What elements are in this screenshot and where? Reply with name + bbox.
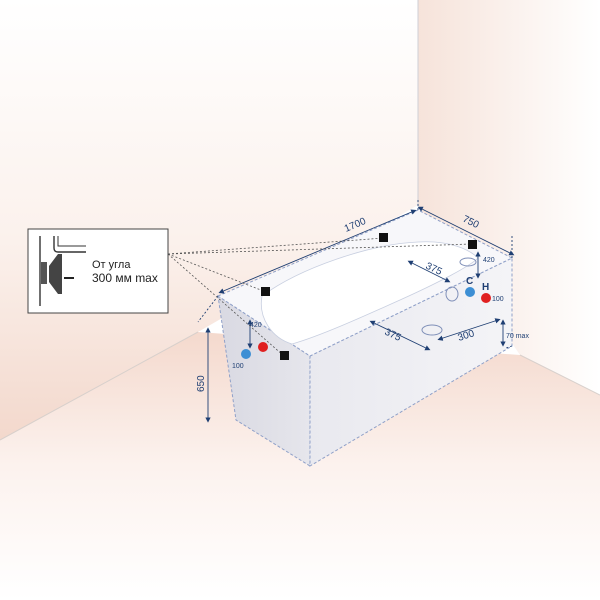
inset-bracket <box>49 254 62 294</box>
dim-pipe-right-label: 420 <box>483 257 495 264</box>
inset-text-line1: От угла <box>92 259 131 271</box>
cold-marker-label: C <box>466 276 473 287</box>
pipes <box>241 287 491 359</box>
dimension-lines <box>197 200 515 423</box>
right-wall <box>418 0 600 395</box>
dim-length-line <box>218 209 417 294</box>
inset-wall-plate <box>41 262 47 284</box>
inset-leaders <box>167 237 473 357</box>
inset-text-line2: 300 мм max <box>92 271 158 285</box>
dim-width-line <box>417 206 515 256</box>
dim-drain-left-line <box>369 320 431 351</box>
hot-pipe-right <box>481 293 491 303</box>
leader-2 <box>167 237 385 255</box>
hot-pipe-left <box>258 342 268 352</box>
hot-marker-label: H <box>482 282 489 293</box>
mount-marker-front-bottom <box>280 351 289 360</box>
leader-3 <box>167 253 267 293</box>
dim-faucet-line <box>407 260 451 283</box>
bathtub-side-face <box>217 294 311 467</box>
dim-floor-gap-label: 70 max <box>506 333 529 340</box>
mount-marker-back-right <box>468 240 477 249</box>
dim-height-label: 650 <box>196 375 207 392</box>
wall-floor-line-left <box>0 331 199 441</box>
left-wall <box>0 0 418 440</box>
mount-marker-back-left <box>379 233 388 242</box>
inset-bathtub-edge-inner <box>57 236 86 247</box>
cold-pipe-left <box>241 349 251 359</box>
dim-drain-back-line <box>437 318 501 341</box>
floor <box>0 332 600 600</box>
leader-1 <box>167 243 473 255</box>
cold-pipe-right <box>465 287 475 297</box>
inset-detail: От угла 300 мм max <box>27 228 169 314</box>
mount-marker-front-left <box>261 287 270 296</box>
wall-floor-line-right <box>519 354 600 396</box>
inset-bathtub-edge <box>53 236 86 253</box>
mount-markers <box>261 233 477 360</box>
dim-ext-4 <box>505 345 513 349</box>
dim-ext-1 <box>197 295 219 323</box>
dim-drain-back-label: 300 <box>457 328 477 344</box>
dim-pipe-left-label: 420 <box>250 322 262 329</box>
dim-pipe-spacing-right-label: 100 <box>492 296 504 303</box>
leader-4 <box>167 253 285 357</box>
dim-pipe-spacing-left-label: 100 <box>232 363 244 370</box>
bathtub-front-face <box>309 257 513 467</box>
overflow-hole <box>445 286 459 302</box>
